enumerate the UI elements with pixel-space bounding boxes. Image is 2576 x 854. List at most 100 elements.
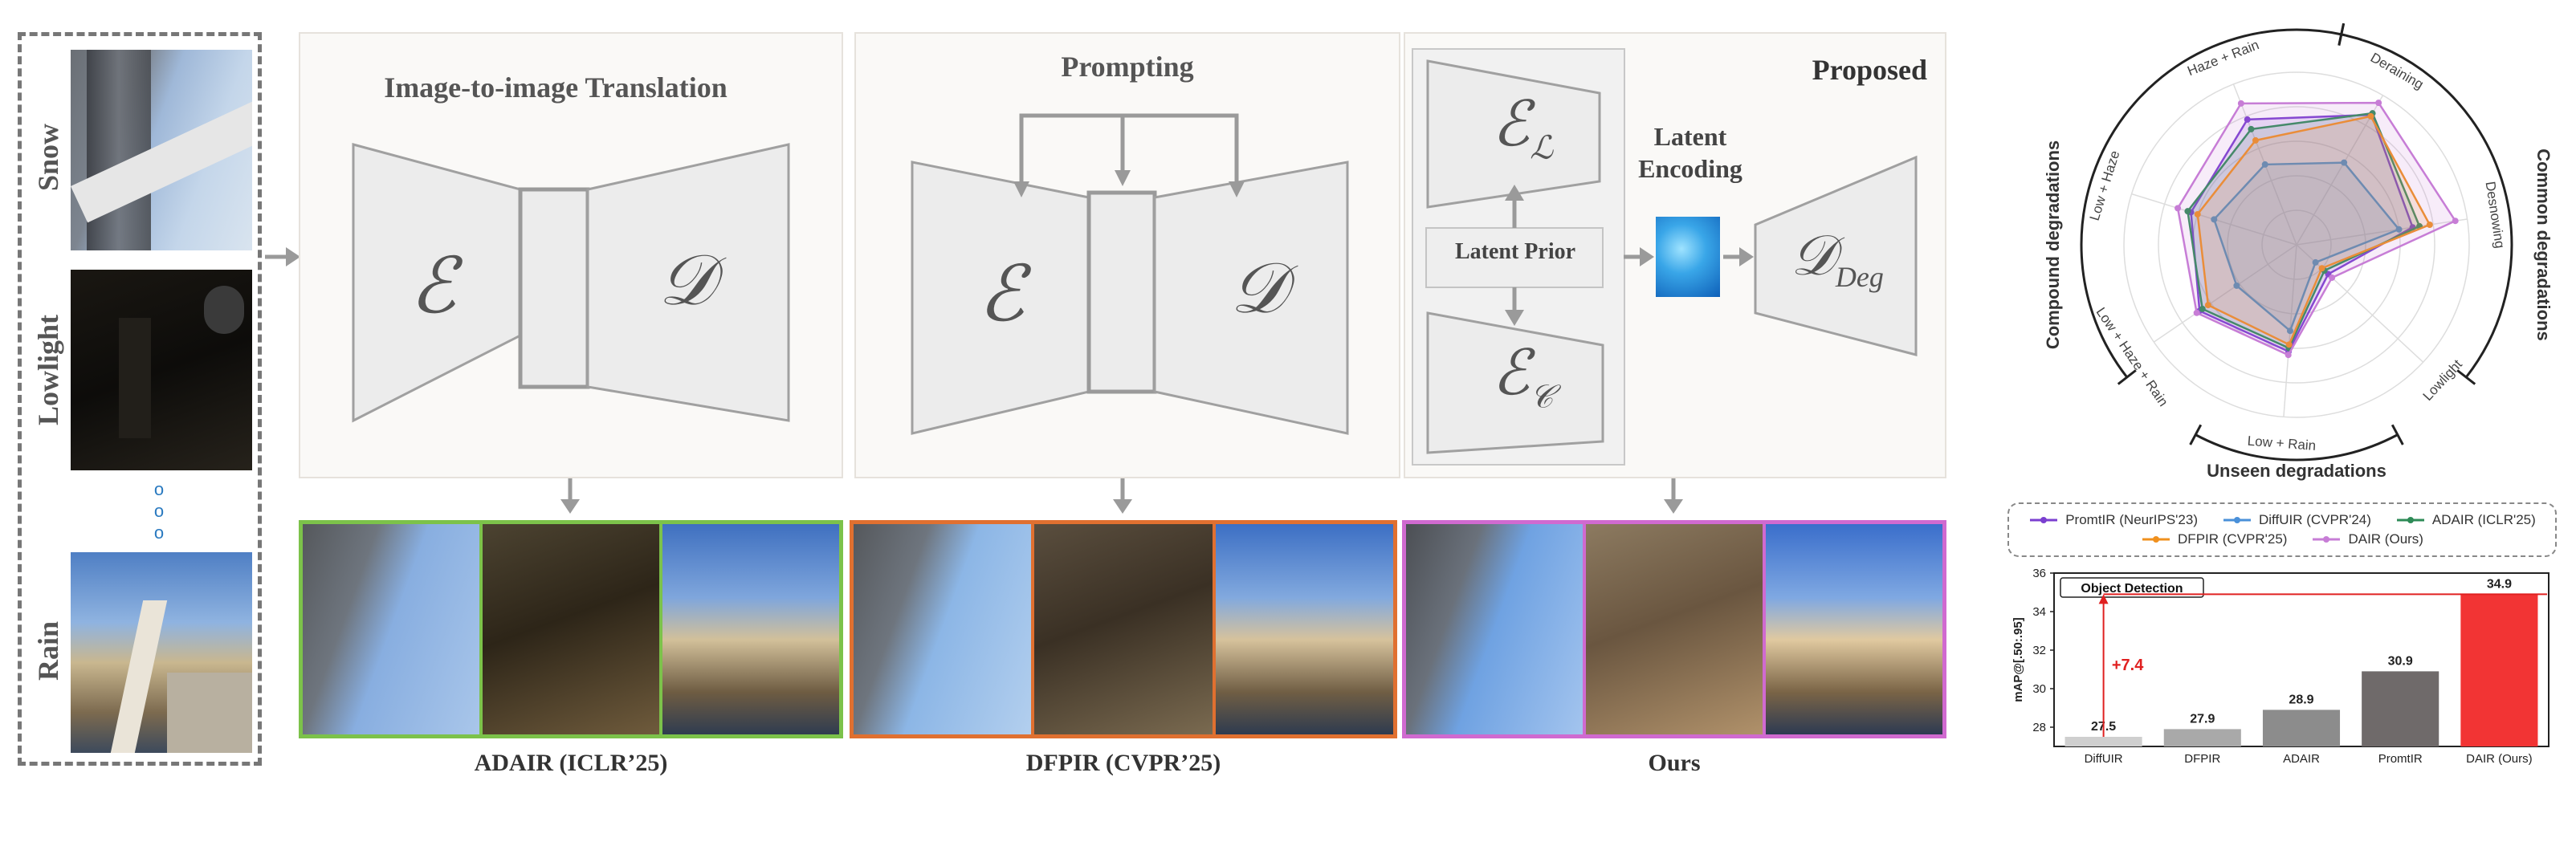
legend-swatch-icon [2142, 536, 2170, 543]
prompting-encoder-symbol: ℰ [978, 251, 1025, 337]
radar-group-unseen-label: Unseen degradations [2207, 461, 2386, 481]
radar-axis-line [2296, 218, 2468, 246]
bar-category-label: DAIR (Ours) [2466, 752, 2533, 766]
radar-point [2244, 116, 2251, 123]
radar-axis-label: Low + Rain [2247, 433, 2317, 453]
dfpir-caption: DFPIR (CVPR’25) [1025, 750, 1221, 776]
translation-architecture [352, 143, 790, 423]
legend-label: PromtIR (NeurIPS'23) [2065, 512, 2198, 527]
decoder-deg-symbol: 𝒟Deg [1791, 226, 1884, 293]
label-rain: Rain [32, 620, 64, 681]
legend-label: DiffUIR (CVPR'24) [2259, 512, 2371, 527]
ours-lowlight-output [1586, 524, 1766, 734]
radar-point [2248, 125, 2255, 132]
legend-item: DAIR (Ours) [2311, 531, 2423, 547]
radar-point [2193, 309, 2200, 316]
dfpir-outputs [850, 520, 1397, 738]
legend-label: DFPIR (CVPR'25) [2178, 531, 2288, 547]
radar-point [2341, 159, 2348, 166]
bar-value-label: 27.9 [2190, 712, 2215, 726]
bar [2362, 671, 2439, 746]
proposed-title: Proposed [1812, 54, 1927, 86]
legend-label: ADAIR (ICLR'25) [2431, 512, 2536, 527]
radar-group-arc [2080, 28, 2342, 378]
radar-point [2285, 341, 2293, 348]
input-images-frame [18, 32, 262, 766]
radar-axis-label: Lowlight [2420, 356, 2466, 404]
radar-axis-label: Deraining [2368, 50, 2427, 92]
bar-category-label: PromtIR [2378, 752, 2423, 766]
bar-category-label: ADAIR [2283, 752, 2320, 766]
radar-group-arc-tick [2391, 424, 2404, 445]
ours-rain-output [1766, 524, 1942, 734]
dfpir-snow-output [854, 524, 1035, 734]
snow-image [71, 50, 252, 250]
bar-title: Object Detection [2081, 582, 2183, 596]
bar-ytick-label: 36 [2032, 567, 2046, 580]
radar-legend: PromtIR (NeurIPS'23) DiffUIR (CVPR'24) ADA… [2007, 502, 2557, 557]
radar-point [2312, 258, 2319, 266]
prompting-architecture [911, 113, 1349, 435]
adair-outputs [299, 520, 843, 738]
radar-group-arc-tick [2338, 22, 2346, 46]
radar-gridline [2261, 209, 2332, 280]
encoder-l-symbol: ℰℒ [1492, 89, 1554, 166]
radar-series-area [2196, 115, 2431, 347]
legend-item: DiffUIR (CVPR'24) [2222, 512, 2371, 528]
radar-point [2175, 205, 2182, 212]
radar-gridline [2158, 106, 2435, 384]
ours-caption: Ours [1648, 750, 1701, 776]
radar-series-area [2212, 161, 2401, 333]
bar-title-box [2060, 577, 2204, 598]
radar-axis-line [2296, 95, 2384, 246]
radar-group-common-label: Common degradations [2533, 148, 2554, 341]
translation-encoder-symbol: ℰ [410, 243, 457, 329]
bar-category-label: DiffUIR [2085, 752, 2123, 766]
legend-swatch-icon [2396, 517, 2424, 523]
latent-code-image [1656, 217, 1720, 297]
bar-ylabel: mAP@[.50:.95] [2011, 617, 2025, 702]
legend-swatch-icon [2313, 536, 2341, 543]
radar-series-area [2176, 101, 2457, 356]
adair-caption: ADAIR (ICLR’25) [474, 750, 668, 776]
adair-snow-output [303, 524, 483, 734]
label-lowlight: Lowlight [32, 314, 64, 426]
prompting-decoder-symbol: 𝒟 [1230, 250, 1287, 328]
legend-label: DAIR (Ours) [2348, 531, 2423, 547]
radar-point [2285, 352, 2292, 359]
bar-ytick-label: 32 [2032, 644, 2046, 657]
adair-lowlight-output [483, 524, 662, 734]
label-snow: Snow [32, 123, 64, 192]
radar-group-arc-tick [2117, 369, 2137, 385]
improvement-label: +7.4 [2112, 657, 2144, 674]
translation-decoder-symbol: 𝒟 [658, 242, 715, 320]
legend-item: ADAIR (ICLR'25) [2395, 512, 2536, 528]
radar-point [2286, 327, 2293, 335]
radar-point [2395, 226, 2403, 233]
radar-gridline [2123, 71, 2470, 418]
radar-point [2252, 136, 2259, 144]
dfpir-rain-output [1215, 524, 1393, 734]
bar [2262, 710, 2341, 746]
radar-point [2211, 216, 2218, 223]
bar-value-label: 30.9 [2388, 654, 2413, 668]
bar [2460, 594, 2538, 746]
radar-axis-line [2153, 244, 2297, 343]
more-inputs-ellipsis: o o o [153, 479, 165, 543]
ours-outputs [1402, 520, 1946, 738]
bar-value-label: 34.9 [2487, 577, 2512, 591]
input-arrow [265, 247, 300, 266]
latent-prior-label: Latent Prior [1454, 239, 1576, 264]
radar-point [2367, 112, 2374, 120]
radar-point [2237, 100, 2244, 107]
radar-group-arc-tick [2456, 369, 2476, 385]
radar-point [2194, 210, 2201, 218]
radar-point [2233, 282, 2240, 289]
radar-axis-label: Low + Haze [2087, 148, 2123, 222]
radar-point [2426, 222, 2433, 229]
radar-point [2452, 218, 2459, 225]
radar-axis-label: Low + Haze + Rain [2093, 305, 2171, 409]
radar-point [2329, 274, 2336, 281]
latent-encoding-label: Latent Encoding [1638, 122, 1742, 183]
